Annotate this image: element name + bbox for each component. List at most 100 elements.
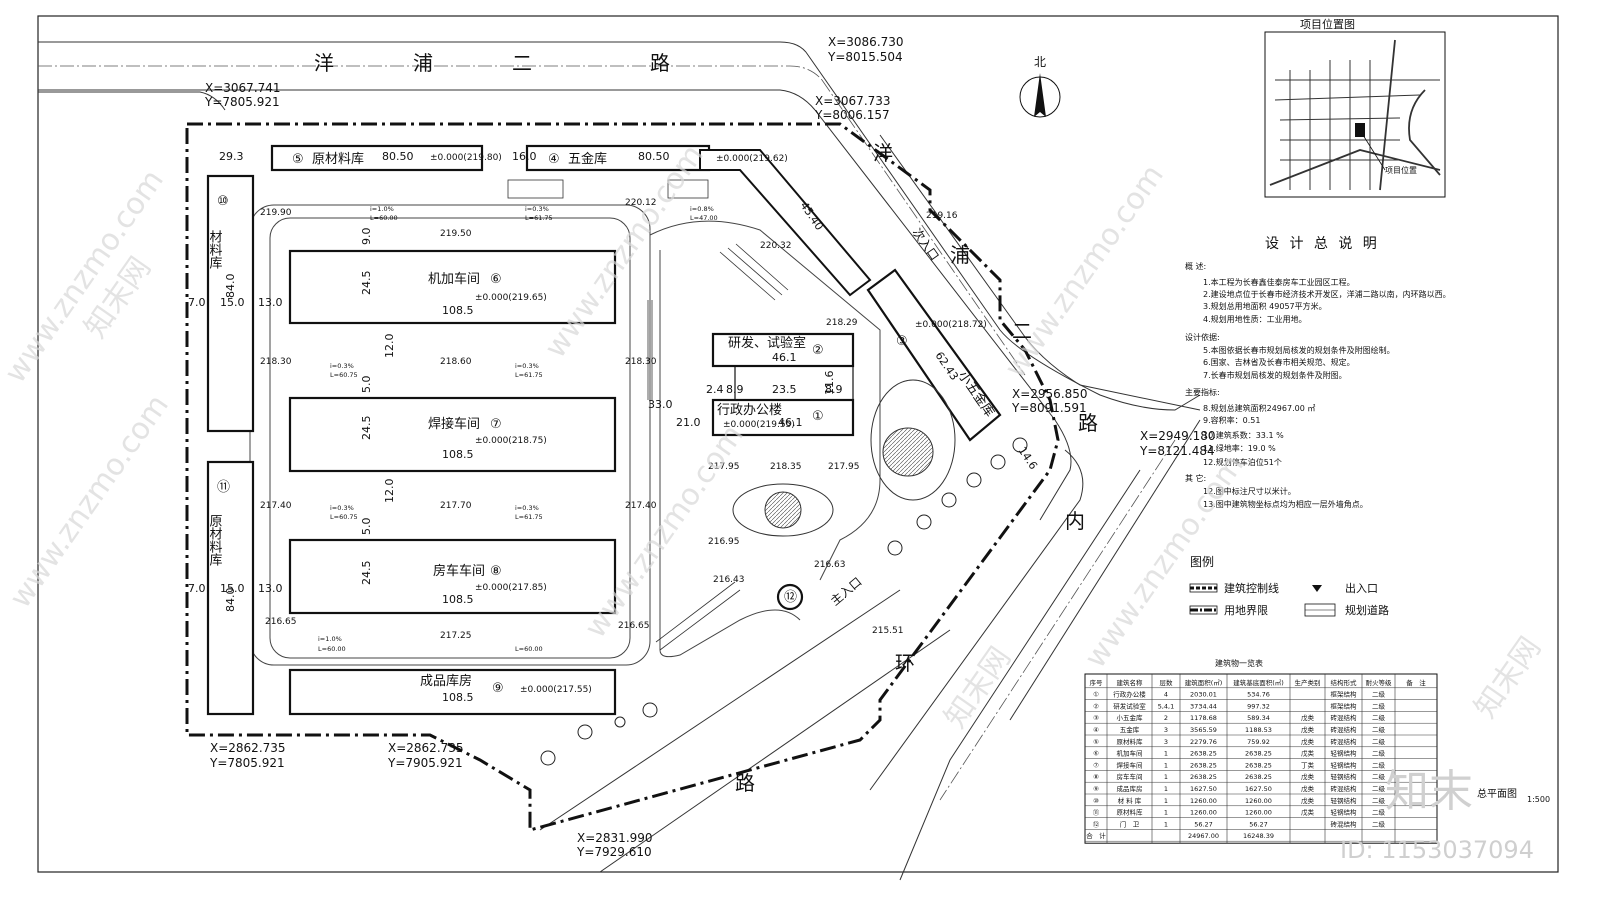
dim-label: 13.0 [258,582,283,595]
drawing-scale: 1:500 [1527,795,1550,804]
table-cell: ⑧ [1093,773,1099,781]
table-cell: 二级 [1372,725,1386,734]
table-header-cell: 建筑名称 [1117,678,1144,687]
coord-y: Y=8015.504 [827,50,903,64]
dim-label: 5.0 [360,376,373,394]
note-line: 13.图中建筑物坐标点均为相应一层外墙角点。 [1203,499,1368,509]
road-char: 二 [1012,319,1032,343]
coord-x: X=2862.735 [210,741,286,755]
table-cell: 997.32 [1247,702,1270,710]
watermark-logo: 知末 [1385,766,1473,817]
slope-label: L=60.00 [318,645,346,653]
spot-level: 219.50 [440,229,472,239]
table-cell: 二级 [1372,737,1386,746]
table-cell: ⑤ [1093,738,1099,746]
watermark-text: www.znzmo.com [1078,448,1251,674]
building-number: ⑩ [217,194,229,209]
table-title: 建筑物一览表 [1215,658,1263,668]
building-name: 材料库 [207,230,223,270]
slope-label: L=61.75 [525,214,553,222]
dim-label: 16.0 [512,150,537,163]
slope-label: L=61.75 [515,371,543,379]
table-cell: 1260.00 [1245,797,1272,805]
building-name: 房车车间 [433,563,485,579]
slope-label: i=0.3% [525,205,549,213]
location-map-label: 项目位置 [1385,165,1417,175]
table-header-cell: 序号 [1090,678,1104,687]
spot-level: 216.95 [708,537,740,547]
level-label: ±0.000(219.62) [716,154,788,164]
spot-level: 217.40 [260,501,292,511]
notes-section-head: 概 述: [1185,261,1206,271]
table-header-cell: 建筑面积(㎡) [1185,678,1223,687]
table-header-cell: 备 注 [1406,678,1426,687]
spot-level: 216.43 [713,575,745,585]
table-cell: ⑫ [1093,820,1100,828]
dim-label: 84.0 [224,588,237,613]
slope-label: i=0.3% [330,362,354,370]
road-char: 洋 [314,51,334,75]
location-map-title: 项目位置图 [1300,17,1355,31]
table-cell: 戊类 [1301,808,1315,817]
spot-level: 216.65 [265,617,297,627]
spot-level: 217.25 [440,631,472,641]
coord-x: X=3067.741 [205,81,281,95]
notes-title: 设 计 总 说 明 [1265,236,1380,252]
table-cell: 16248.39 [1243,832,1274,840]
table-cell: 1 [1164,820,1168,828]
table-cell: 2638.25 [1190,761,1217,769]
table-cell: ④ [1093,726,1099,734]
dim-label: 15.0 [220,296,245,309]
note-line: 3.规划总用地面积 49057平方米。 [1203,301,1327,311]
table-cell: ① [1093,691,1099,699]
legend-item: 出入口 [1345,581,1378,595]
slope-labels: i=1.0% L=60.00 i=0.3% L=61.75 i=0.3% L=6… [318,205,718,653]
coord-x: X=2956.850 [1012,387,1088,401]
table-header-cell: 建筑基底面积(㎡) [1233,678,1284,687]
road-char: 二 [512,51,532,75]
spot-level: 219.90 [260,208,292,218]
table-cell: 1260.00 [1245,809,1272,817]
road-lines [38,41,1201,881]
table-cell: 1260.00 [1190,797,1217,805]
table-cell: 机加车间 [1117,749,1143,758]
table-cell: 轻钢结构 [1331,772,1358,781]
spot-level: 217.95 [828,462,860,472]
note-line: 8.规划总建筑面积24967.00 ㎡ [1203,403,1315,413]
watermark-id: ID: 1153037094 [1340,836,1534,864]
table-cell: 材 料 库 [1118,796,1142,805]
dim-label: 80.50 [638,150,670,163]
design-notes: 设 计 总 说 明 概 述: 1.本工程为长春鑫佳泰房车工业园区工程。 2.建设… [1185,236,1451,509]
table-cell: 砖混结构 [1331,737,1358,746]
level-label: ±0.000(218.75) [475,436,547,446]
dim-label: 46.1 [778,416,803,429]
road-char: 路 [735,771,755,795]
table-cell: 框架结构 [1331,701,1358,710]
legend-item: 规划道路 [1345,603,1389,617]
building-name: 原材料库 [312,151,364,167]
table-cell: ⑨ [1093,785,1099,793]
spot-level: 220.12 [625,198,657,208]
spot-level: 215.51 [872,626,904,636]
table-cell: 砖混结构 [1331,725,1358,734]
legend: 图例 建筑控制线 用地界限 出入口 规划道路 [1189,555,1389,617]
dim-label: 9.0 [360,228,373,246]
buildings-layer [206,144,1002,716]
road-char: 内 [1065,509,1085,533]
notes-section-head: 主要指标: [1185,387,1220,397]
road-char: 路 [650,51,670,75]
legend-item: 用地界限 [1224,604,1268,617]
building-7-outline [288,396,617,473]
slope-label: L=60.00 [370,214,398,222]
building-number: ③ [896,334,908,349]
table-cell: 56.27 [1194,820,1213,828]
table-cell: 3565.59 [1190,726,1217,734]
dim-label: 84.0 [224,274,237,299]
table-cell: 4 [1164,691,1168,699]
table-cell: 二级 [1372,701,1386,710]
dim-label: 7.0 [188,582,206,595]
slope-label: i=0.3% [330,504,354,512]
road-char: 洋 [873,141,893,165]
spot-level: 217.70 [440,501,472,511]
